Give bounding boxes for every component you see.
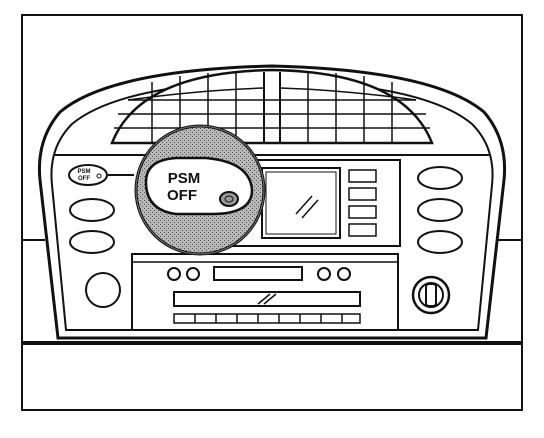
callout-label-line1: PSM xyxy=(168,170,201,187)
audio-unit xyxy=(131,253,399,331)
left-oval-button-1 xyxy=(69,198,115,222)
center-air-vent xyxy=(110,68,434,145)
left-oval-button-2 xyxy=(69,230,115,254)
right-oval-button-1 xyxy=(417,166,463,190)
right-oval-button-3 xyxy=(417,230,463,254)
magnifier-callout: PSM OFF xyxy=(134,124,266,256)
callout-indicator-light xyxy=(219,191,239,207)
right-oval-button-2 xyxy=(417,198,463,222)
psm-off-button-icon: PSM OFF xyxy=(68,164,108,186)
rotary-knob-icon xyxy=(411,275,451,315)
psm-button-label-line2: OFF xyxy=(78,176,90,182)
figure-frame xyxy=(21,14,523,411)
psm-button-label-line1: PSM xyxy=(77,169,90,175)
callout-label-line2: OFF xyxy=(167,187,197,204)
left-round-control xyxy=(85,272,121,308)
